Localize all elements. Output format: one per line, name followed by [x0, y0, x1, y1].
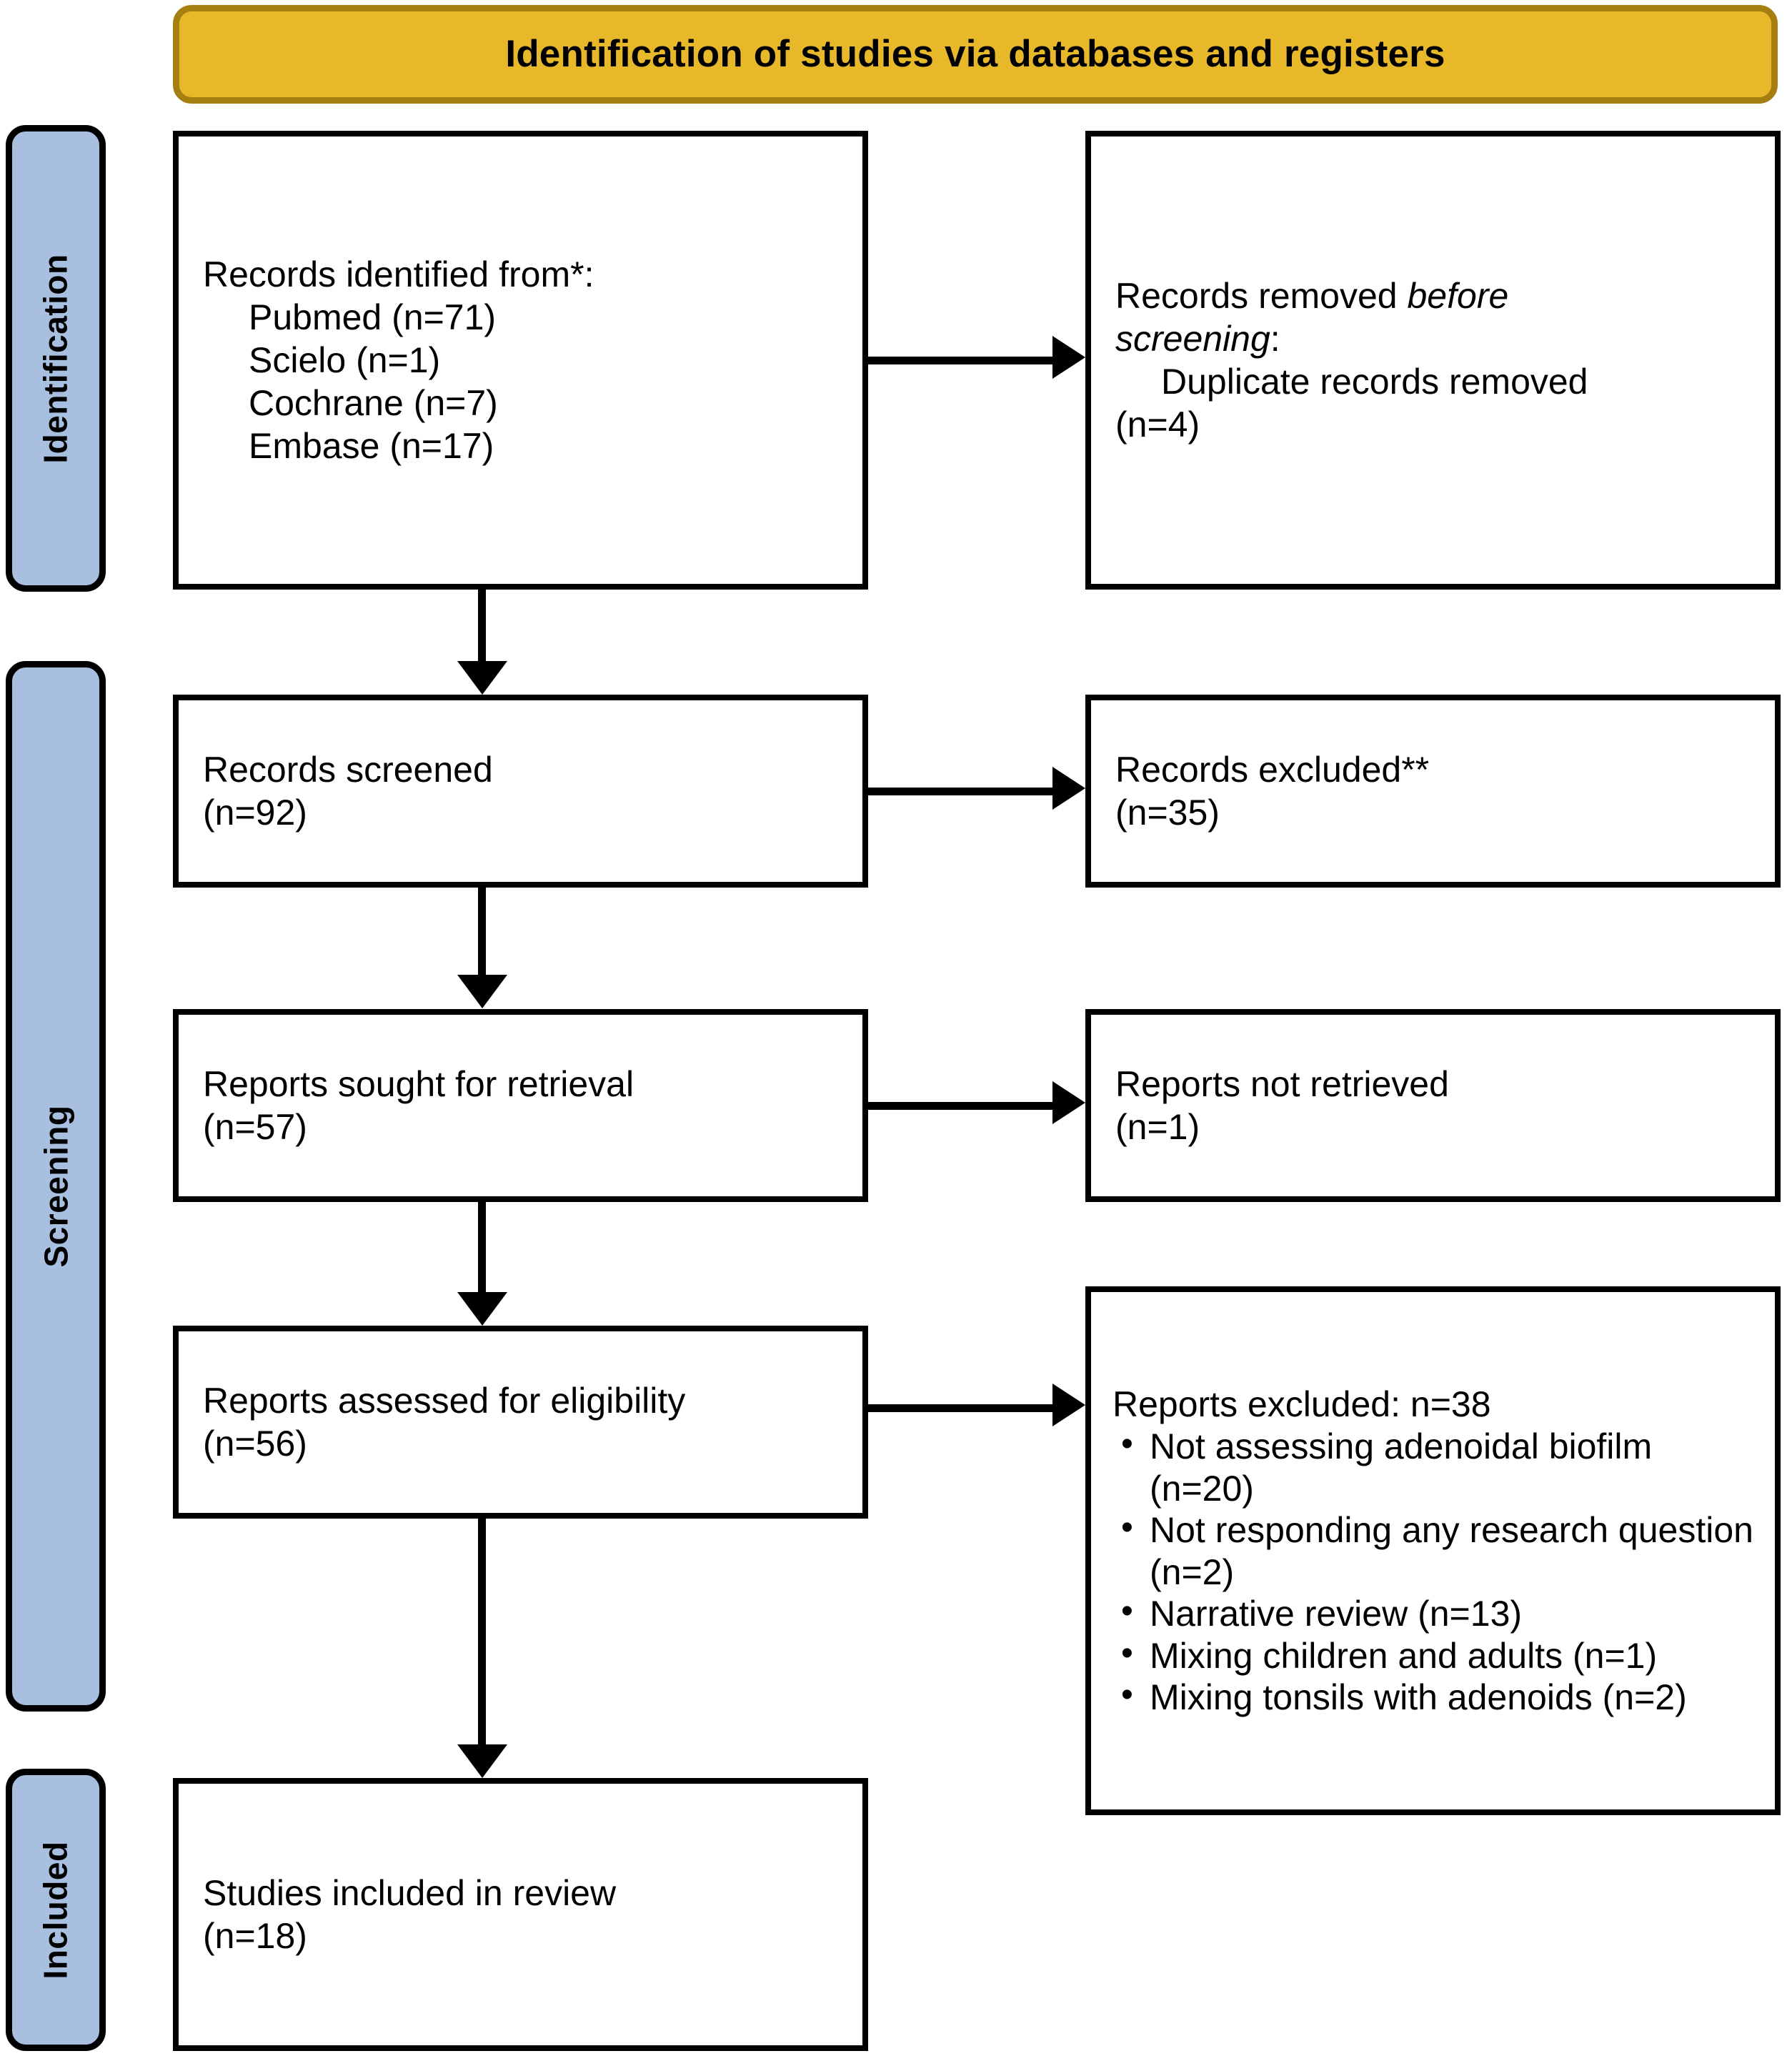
stage-label-screening: Screening: [6, 661, 106, 1712]
box-records-identified: Records identified from*: Pubmed (n=71) …: [173, 131, 868, 590]
list-item: Not responding any research question (n=…: [1112, 1508, 1753, 1593]
box-records-excluded: Records excluded** (n=35): [1085, 695, 1781, 888]
duplicate-records-removed-count: (n=4): [1115, 404, 1200, 445]
stage-label-identification: Identification: [6, 125, 106, 592]
records-removed-italic-screening: screening: [1115, 319, 1270, 359]
connector-sought-to-assessed-arrow-icon: [457, 1292, 507, 1326]
box-studies-included: Studies included in review (n=18): [173, 1778, 868, 2051]
header-banner: Identification of studies via databases …: [173, 5, 1778, 104]
connector-identified-to-removed-arrow-icon: [1052, 336, 1085, 379]
connector-identified-to-screened-line: [478, 590, 486, 661]
list-item: Mixing tonsils with adenoids (n=2): [1112, 1675, 1753, 1719]
source-cochrane: Cochrane (n=7): [249, 383, 498, 423]
connector-sought-to-not-retrieved-arrow-icon: [1052, 1081, 1085, 1124]
list-item: Mixing children and adults (n=1): [1112, 1634, 1753, 1677]
records-removed-italic-before: before: [1407, 276, 1509, 316]
records-removed-prefix: Records removed: [1115, 276, 1408, 316]
stage-label-screening-text: Screening: [37, 1105, 75, 1268]
box-reports-excluded: Reports excluded: n=38 Not assessing ade…: [1085, 1286, 1781, 1815]
records-identified-title: Records identified from*:: [203, 254, 594, 294]
connector-screened-to-sought-arrow-icon: [457, 975, 507, 1008]
reports-sought-count: (n=57): [203, 1107, 307, 1147]
studies-included-count: (n=18): [203, 1916, 307, 1956]
source-scielo: Scielo (n=1): [249, 340, 441, 380]
reports-assessed-label: Reports assessed for eligibility: [203, 1381, 686, 1421]
records-screened-label: Records screened: [203, 750, 493, 790]
connector-assessed-to-included-arrow-icon: [457, 1744, 507, 1778]
stage-label-included: Included: [6, 1769, 106, 2051]
box-reports-assessed: Reports assessed for eligibility (n=56): [173, 1326, 868, 1519]
records-excluded-label: Records excluded**: [1115, 750, 1430, 790]
connector-screened-to-sought-line: [478, 888, 486, 975]
connector-assessed-to-included-line: [478, 1519, 486, 1744]
list-item: Narrative review (n=13): [1112, 1591, 1753, 1635]
reports-sought-label: Reports sought for retrieval: [203, 1064, 634, 1104]
box-records-screened: Records screened (n=92): [173, 695, 868, 888]
reports-excluded-heading: Reports excluded: n=38: [1112, 1384, 1491, 1425]
connector-assessed-to-reports-excluded-line: [868, 1404, 1052, 1412]
connector-assessed-to-reports-excluded-arrow-icon: [1052, 1384, 1085, 1426]
reports-excluded-reason-list: Not assessing adenoidal biofilm (n=20) N…: [1112, 1424, 1753, 1719]
connector-sought-to-assessed-line: [478, 1202, 486, 1292]
connector-screened-to-excluded-line: [868, 788, 1052, 795]
records-removed-colon: :: [1270, 319, 1280, 359]
reports-assessed-count: (n=56): [203, 1424, 307, 1464]
connector-identified-to-removed-line: [868, 357, 1052, 364]
connector-sought-to-not-retrieved-line: [868, 1102, 1052, 1110]
connector-identified-to-screened-arrow-icon: [457, 661, 507, 695]
studies-included-label: Studies included in review: [203, 1873, 617, 1913]
records-screened-count: (n=92): [203, 793, 307, 833]
connector-screened-to-excluded-arrow-icon: [1052, 767, 1085, 810]
stage-label-identification-text: Identification: [37, 253, 75, 464]
source-pubmed: Pubmed (n=71): [249, 297, 497, 337]
reports-not-retrieved-label: Reports not retrieved: [1115, 1064, 1449, 1104]
header-title: Identification of studies via databases …: [505, 32, 1445, 75]
box-records-removed: Records removed before screening: Duplic…: [1085, 131, 1781, 590]
list-item: Not assessing adenoidal biofilm (n=20): [1112, 1424, 1753, 1509]
records-excluded-count: (n=35): [1115, 793, 1220, 833]
duplicate-records-removed-label: Duplicate records removed: [1161, 362, 1588, 402]
source-embase: Embase (n=17): [249, 426, 494, 466]
box-reports-sought: Reports sought for retrieval (n=57): [173, 1009, 868, 1202]
records-removed-line1: Records removed before: [1115, 274, 1751, 317]
box-reports-not-retrieved: Reports not retrieved (n=1): [1085, 1009, 1781, 1202]
reports-not-retrieved-count: (n=1): [1115, 1107, 1200, 1147]
records-removed-line2: screening:: [1115, 317, 1751, 360]
stage-label-included-text: Included: [37, 1840, 74, 1980]
